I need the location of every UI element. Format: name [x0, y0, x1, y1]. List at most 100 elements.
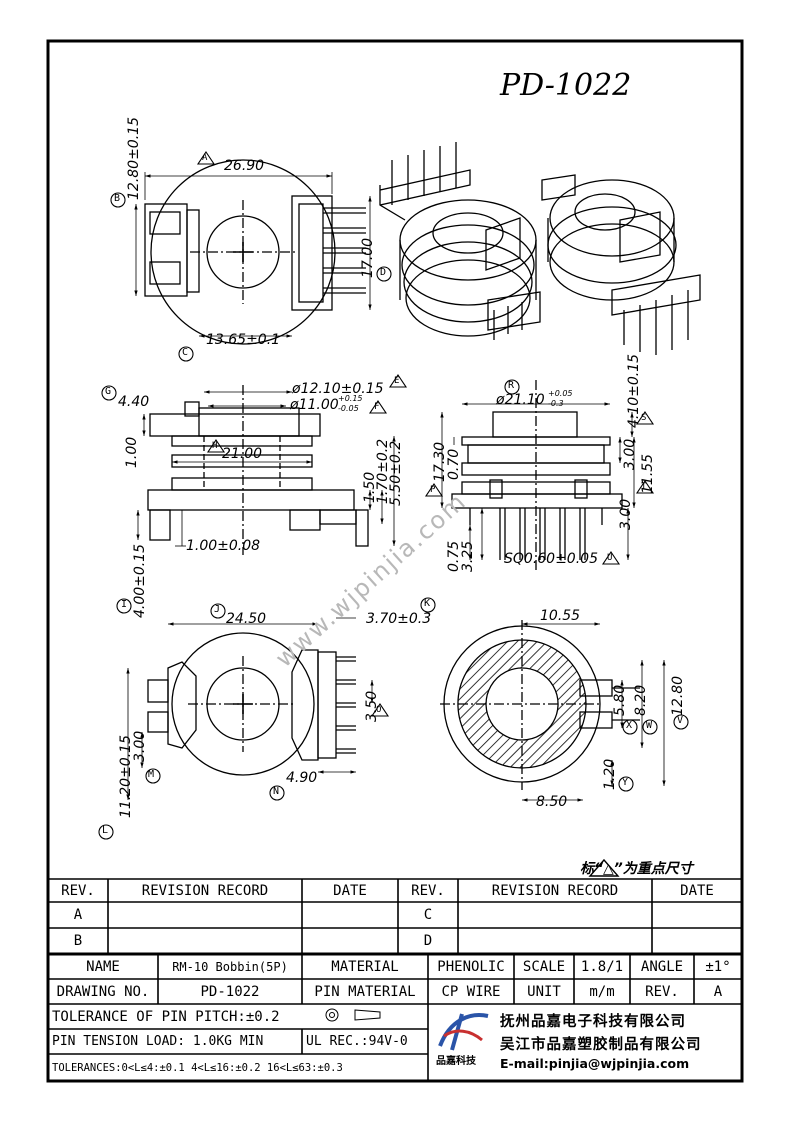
- marker-c: C: [182, 347, 189, 358]
- sheet-border: [46, 39, 744, 1083]
- rev-record-a: [108, 902, 302, 928]
- rev-cell-c: C: [423, 907, 433, 923]
- marker-s: S: [641, 413, 647, 423]
- tolerance-pitch: TOLERANCE OF PIN PITCH:±0.2: [52, 1008, 280, 1025]
- marker-h: H: [212, 441, 218, 451]
- dim-top-width: 26.90: [224, 158, 265, 174]
- marker-e: E: [394, 376, 400, 386]
- dim-top-height: 12.80±0.15: [126, 117, 142, 200]
- dim-right-flange-tol-dn: -0.3: [548, 399, 564, 408]
- rev-date-d: [652, 928, 742, 954]
- marker-l: L: [102, 825, 109, 836]
- marker-a: A: [202, 153, 208, 163]
- table-grid: [48, 878, 742, 1081]
- dim-left-flange-t: 1.00: [124, 436, 140, 468]
- company-email: E-mail:pinjia@wjpinjia.com: [500, 1056, 690, 1071]
- dim-left-h-top: 4.40: [118, 394, 150, 410]
- marker-b: B: [114, 193, 121, 204]
- dim-bottom-h-small: 3.00: [132, 730, 148, 762]
- material-label: MATERIAL: [331, 958, 399, 975]
- marker-j: J: [214, 604, 221, 615]
- name-value: RM-10 Bobbin(5P): [172, 959, 288, 974]
- marker-n: N: [273, 786, 280, 797]
- isometric-view-1: [379, 142, 541, 340]
- dim-section-h1: 5.80: [612, 684, 628, 716]
- marker-y: Y: [622, 777, 629, 788]
- bottom-view: [126, 617, 374, 800]
- rev-date-header-1: DATE: [333, 882, 367, 899]
- dim-right-h-bottom: 3.00: [618, 498, 634, 530]
- drawing-no-label: DRAWING NO.: [56, 983, 150, 1000]
- rev-cell-b: B: [73, 933, 83, 949]
- dim-left-outer-dia: ø12.10±0.15: [292, 381, 384, 397]
- scale-value: 1.8/1: [580, 958, 624, 975]
- marker-circles: [98, 192, 689, 840]
- dim-top-core-gap: 13.65±0.1: [206, 332, 281, 348]
- dim-top-pin-total: 17.00: [360, 237, 376, 278]
- dim-bottom-width: 24.50: [226, 611, 267, 627]
- rev-cell-a: A: [73, 907, 83, 923]
- material-value: PHENOLIC: [437, 958, 505, 975]
- dim-section-h2: 8.20: [633, 684, 649, 716]
- side-view-left: [136, 385, 396, 555]
- marker-v: V: [677, 715, 684, 726]
- dim-left-inner-dia: ø11.00: [290, 397, 339, 413]
- side-view-right: [440, 380, 636, 570]
- company-logo: [438, 1013, 489, 1051]
- dim-left-inner-tol-up: +0.15: [338, 394, 363, 403]
- dim-section-w-bottom: 8.50: [536, 794, 568, 810]
- dim-right-pin-len: 3.25: [460, 540, 476, 572]
- dim-right-h-step: 0.70: [446, 448, 462, 480]
- unit-label: UNIT: [527, 983, 561, 1000]
- dim-section-w-top: 10.55: [540, 608, 581, 624]
- rev-cell-d: D: [423, 933, 433, 949]
- rev-date-c: [652, 902, 742, 928]
- rev-record-header-1: REVISION RECORD: [141, 882, 269, 899]
- name-label: NAME: [86, 958, 120, 975]
- dim-right-flange-dia: ø21.10: [496, 392, 545, 408]
- scale-label: SCALE: [522, 958, 566, 975]
- marker-f: F: [374, 402, 380, 412]
- dim-right-flange-tol-up: +0.05: [548, 389, 573, 398]
- dim-left-inner-tol-dn: -0.05: [338, 404, 359, 413]
- dim-section-pin-h: 1.20: [602, 758, 618, 790]
- rev-record-b: [108, 928, 302, 954]
- company-name-1: 抚州品嘉电子科技有限公司: [500, 1014, 686, 1030]
- dim-bottom-pin-ext: 3.70±0.3: [366, 611, 432, 627]
- unit-value: m/m: [589, 983, 615, 1000]
- ul-rec: UL REC.:94V-0: [306, 1034, 408, 1049]
- dim-section-h3: 12.80: [670, 675, 686, 716]
- marker-p: P: [430, 485, 436, 495]
- marker-k: K: [424, 598, 431, 609]
- rev-label: REV.: [645, 983, 679, 1000]
- rev-date-header-2: DATE: [680, 882, 714, 899]
- marker-i: I: [121, 599, 128, 610]
- company-name-2: 吴江市品嘉塑胶制品有限公司: [500, 1037, 702, 1053]
- angle-label: ANGLE: [640, 958, 684, 975]
- dim-right-h-top: 4.10±0.15: [626, 353, 642, 428]
- rev-record-d: [458, 928, 652, 954]
- pin-tension: PIN TENSION LOAD: 1.0KG MIN: [52, 1034, 264, 1049]
- marker-r: R: [508, 380, 515, 391]
- section-view: [440, 620, 666, 802]
- rev-record-header-2: REVISION RECORD: [491, 882, 619, 899]
- dim-left-h3: 5.50±0.2: [388, 440, 404, 506]
- pin-material-label: PIN MATERIAL: [314, 983, 416, 1000]
- marker-t: T: [641, 482, 647, 492]
- marker-x: X: [626, 720, 633, 731]
- isometric-view-2: [541, 174, 701, 355]
- dim-left-pin-step: 1.00±0.08: [186, 538, 261, 554]
- logo-text: 品嘉科技: [436, 1056, 476, 1067]
- dim-bottom-w: 4.90: [286, 770, 318, 786]
- marker-w: W: [646, 720, 653, 731]
- key-dim-triangles: [196, 151, 655, 877]
- marker-g: G: [105, 386, 112, 397]
- section-hatch: [457, 639, 587, 769]
- dim-left-flange-w: 21.00: [222, 446, 263, 462]
- dim-left-pin-len: 4.00±0.15: [132, 543, 148, 618]
- marker-o: O: [376, 705, 382, 715]
- ul-symbol: [325, 1008, 381, 1022]
- rev-date-b: [302, 928, 398, 954]
